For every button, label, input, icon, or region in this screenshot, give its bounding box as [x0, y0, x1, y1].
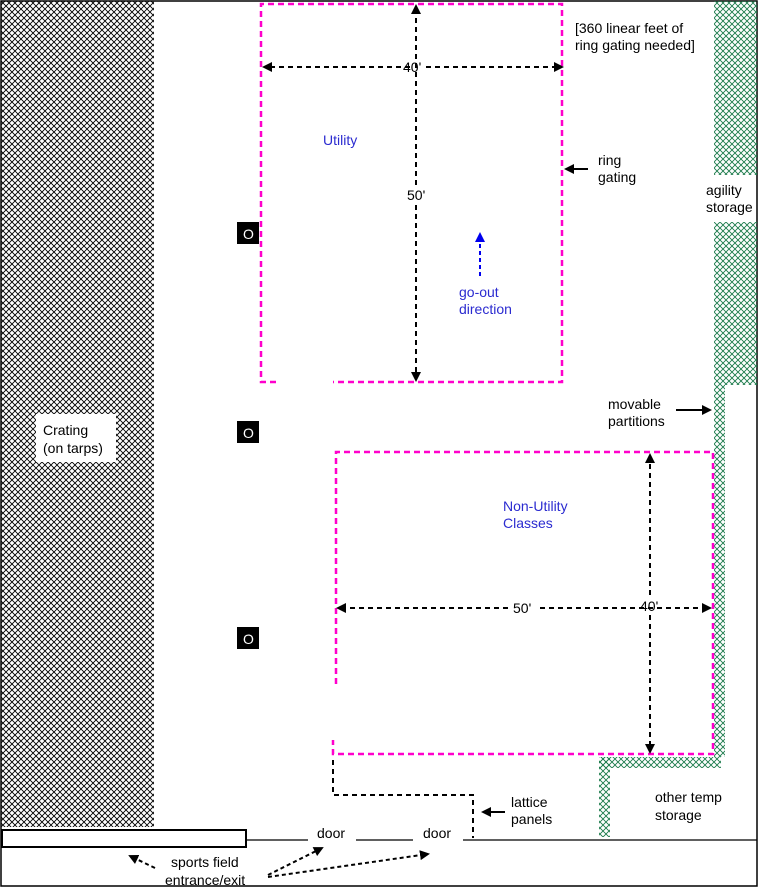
marker-1: O — [237, 222, 259, 244]
gating-needed-note: [360 linear feet of — [575, 20, 683, 36]
marker-2-label: O — [243, 425, 254, 441]
marker-2: O — [237, 421, 259, 443]
entrance-label: sports field — [171, 854, 239, 870]
lattice-panels-label-line2: panels — [511, 811, 552, 827]
lattice-panels — [332, 760, 474, 838]
utility-width-label: 40' — [403, 59, 421, 75]
movable-partitions-lattice — [714, 385, 725, 757]
ring-gating-label-line2: gating — [598, 169, 636, 185]
go-out-label-line2: direction — [459, 301, 512, 317]
marker-3-label: O — [243, 631, 254, 647]
entrance-arrow-door-2 — [267, 850, 430, 878]
entrance-opening[interactable] — [1, 829, 247, 848]
other-storage-label-line2: storage — [655, 807, 702, 823]
utility-ring-label: Utility — [323, 132, 357, 148]
crating-label-bg — [36, 414, 116, 462]
agility-storage-label: agility — [706, 182, 742, 198]
crating-label-line2: (on tarps) — [43, 440, 103, 456]
marker-1-label: O — [243, 226, 254, 242]
other-storage-lattice-top — [599, 757, 721, 768]
entrance-label-line2: entrance/exit — [165, 872, 245, 888]
non-utility-ring-label: Non-Utility — [503, 498, 568, 514]
agility-storage-lattice-top — [714, 1, 757, 175]
non-utility-length-label: 40' — [640, 598, 658, 614]
non-utility-ring-gating — [331, 450, 715, 756]
lattice-panels-label: lattice — [511, 794, 548, 810]
agility-storage-lattice-bottom — [714, 222, 757, 385]
door-2-label: door — [423, 825, 451, 841]
other-storage-label: other temp — [655, 789, 722, 805]
gating-needed-note-line2: ring gating needed] — [575, 37, 695, 53]
movable-partitions-label-line2: partitions — [608, 413, 665, 429]
movable-partitions-label: movable — [608, 396, 661, 412]
go-out-label: go-out — [459, 284, 499, 300]
entrance-arrow-left — [128, 854, 156, 869]
other-storage-lattice-side — [599, 757, 610, 837]
marker-3: O — [237, 627, 259, 649]
ring-gating-label: ring — [598, 152, 621, 168]
agility-storage-label-line2: storage — [706, 199, 753, 215]
door-1-label: door — [317, 825, 345, 841]
crating-label: Crating — [43, 422, 88, 438]
non-utility-ring-label-line2: Classes — [503, 515, 553, 531]
entrance-arrow-door-1 — [267, 847, 324, 876]
utility-length-label: 50' — [407, 187, 425, 203]
non-utility-width-label: 50' — [513, 600, 531, 616]
